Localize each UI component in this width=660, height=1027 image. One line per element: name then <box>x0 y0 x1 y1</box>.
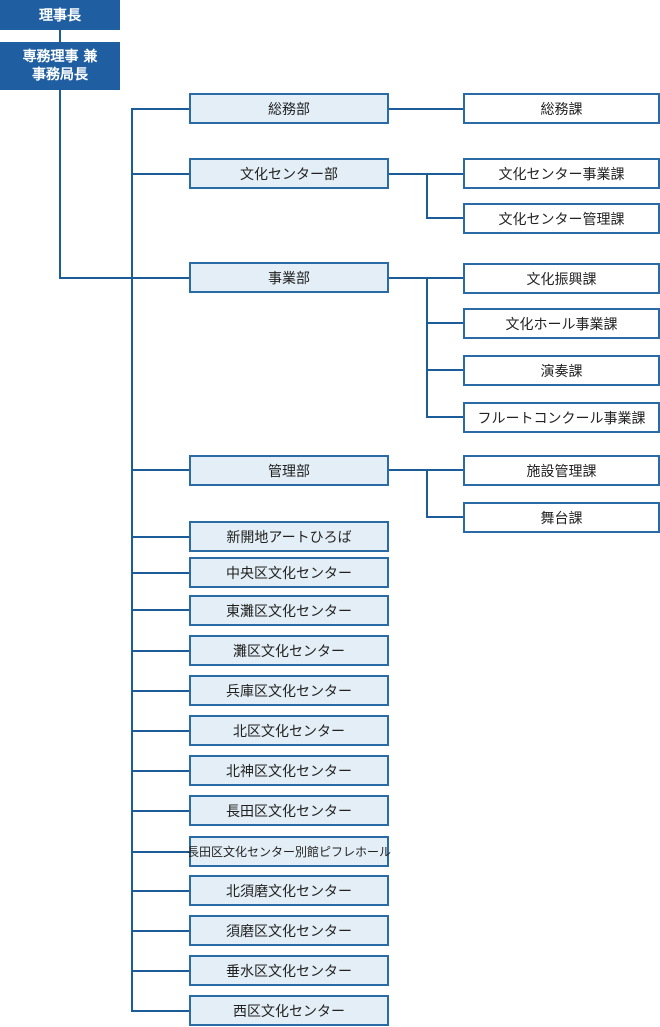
dept-somu: 総務部 <box>189 93 389 124</box>
trunk-line <box>131 108 133 1012</box>
section-bunka-center-jigyo: 文化センター事業課 <box>463 158 660 189</box>
connector <box>426 173 465 175</box>
connector <box>59 277 133 279</box>
facility-box: 北神区文化センター <box>189 755 389 786</box>
connector <box>59 90 61 278</box>
connector <box>131 930 190 932</box>
facility-box: 新開地アートひろば <box>189 521 389 552</box>
dept-bunka-center: 文化センター部 <box>189 158 389 189</box>
connector <box>388 108 465 110</box>
connector <box>131 609 190 611</box>
section-bunka-hall-jigyo: 文化ホール事業課 <box>463 308 660 339</box>
connector <box>131 173 190 175</box>
connector <box>426 469 428 518</box>
connector <box>131 810 190 812</box>
dept-kanri: 管理部 <box>189 455 389 486</box>
facility-box: 須磨区文化センター <box>189 915 389 946</box>
section-bunka-shinko: 文化振興課 <box>463 263 660 294</box>
connector <box>426 369 465 371</box>
connector <box>131 890 190 892</box>
connector <box>131 1010 190 1012</box>
section-bunka-center-kanri: 文化センター管理課 <box>463 203 660 234</box>
connector <box>131 108 190 110</box>
dept-jigyo: 事業部 <box>189 262 389 293</box>
connector <box>131 851 190 853</box>
facility-box: 灘区文化センター <box>189 635 389 666</box>
connector <box>388 469 428 471</box>
connector <box>131 970 190 972</box>
director-title-line1: 専務理事 兼 <box>22 49 98 65</box>
facility-box: 北須磨文化センター <box>189 875 389 906</box>
connector <box>131 690 190 692</box>
director-title-line2: 事務局長 <box>32 67 88 83</box>
facility-box: 北区文化センター <box>189 715 389 746</box>
connector <box>426 322 465 324</box>
section-shisetsu-kanri: 施設管理課 <box>463 455 660 486</box>
facility-box: 兵庫区文化センター <box>189 675 389 706</box>
connector <box>426 217 465 219</box>
facility-box: 東灘区文化センター <box>189 595 389 626</box>
connector <box>426 516 465 518</box>
connector <box>426 277 465 279</box>
section-flute-concours: フルートコンクール事業課 <box>463 402 660 433</box>
connector <box>131 536 190 538</box>
connector <box>131 650 190 652</box>
connector <box>131 572 190 574</box>
chairman-box: 理事長 <box>0 0 120 30</box>
section-butai: 舞台課 <box>463 502 660 533</box>
connector <box>426 173 428 219</box>
connector <box>388 277 428 279</box>
section-ensou: 演奏課 <box>463 355 660 386</box>
director-box: 専務理事 兼 事務局長 <box>0 42 120 90</box>
connector <box>388 173 428 175</box>
connector <box>131 770 190 772</box>
connector <box>426 277 428 418</box>
section-somu: 総務課 <box>463 93 660 124</box>
facility-box: 長田区文化センター <box>189 795 389 826</box>
connector <box>131 730 190 732</box>
facility-box: 西区文化センター <box>189 995 389 1026</box>
facility-box: 垂水区文化センター <box>189 955 389 986</box>
facility-box: 長田区文化センター別館ピフレホール <box>187 836 391 867</box>
facility-box: 中央区文化センター <box>189 557 389 588</box>
connector <box>426 416 465 418</box>
connector <box>59 30 61 42</box>
connector <box>426 469 465 471</box>
connector <box>131 469 190 471</box>
connector <box>131 277 190 279</box>
